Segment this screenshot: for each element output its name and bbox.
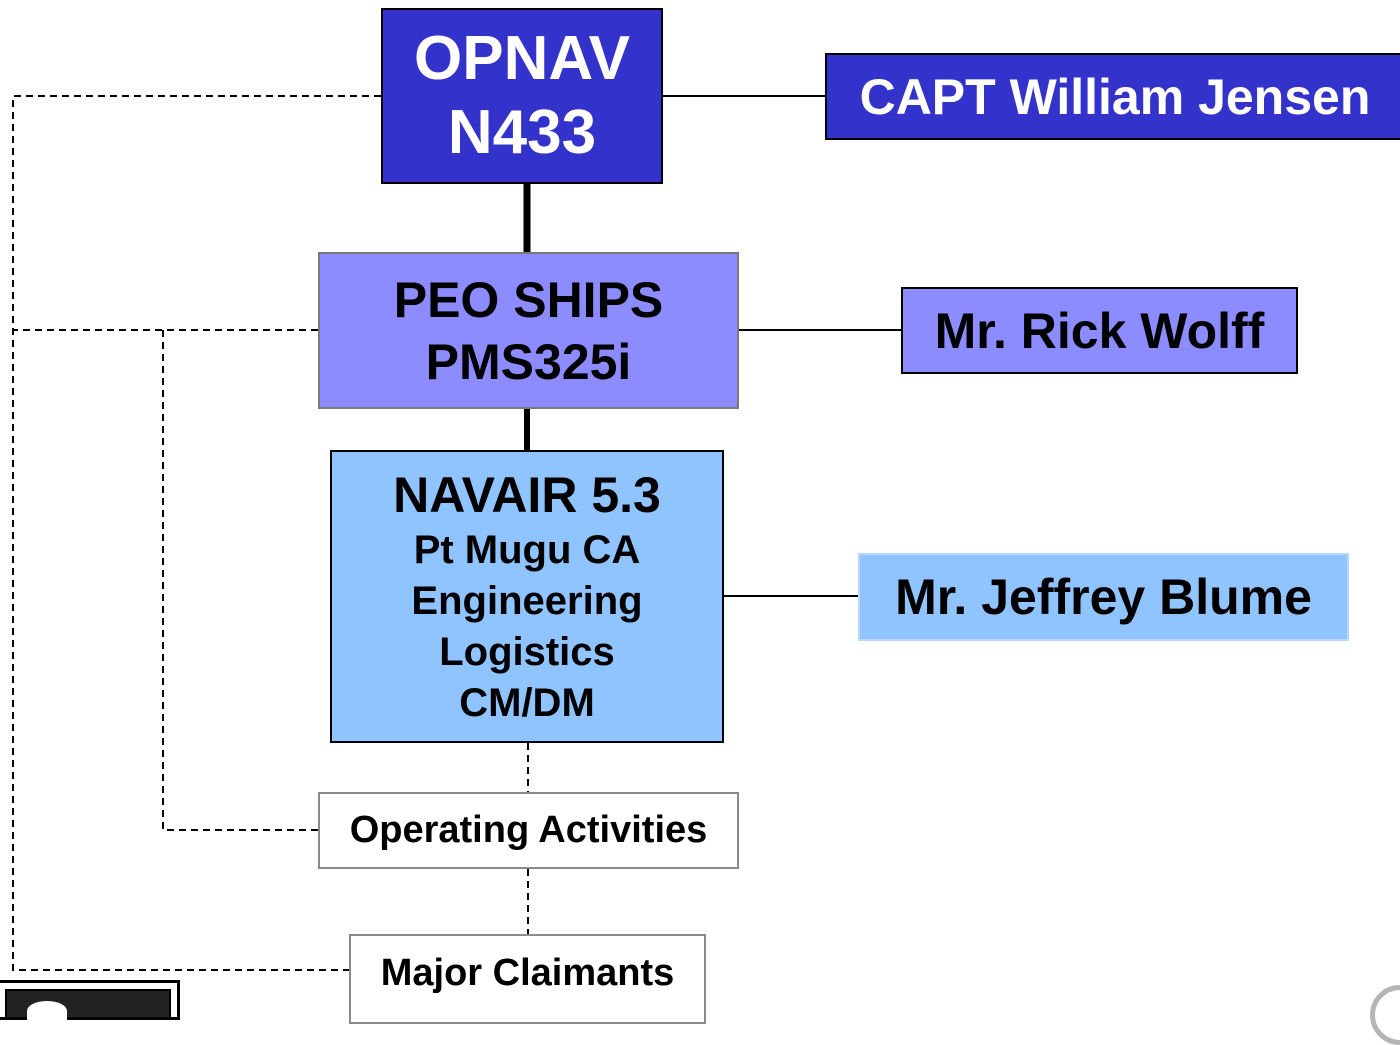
connector-opnav-claimants — [12, 95, 381, 971]
navair-logistics: Logistics — [439, 629, 615, 674]
peo-person-box: Mr. Rick Wolff — [901, 287, 1298, 374]
navair-person-box: Mr. Jeffrey Blume — [858, 553, 1349, 641]
peo-title: PEO SHIPS — [393, 271, 664, 328]
connector-lines — [12, 95, 901, 971]
connector-peo-operating — [162, 330, 318, 831]
navair-location: Pt Mugu CA — [413, 527, 641, 572]
navair-box: NAVAIR 5.3 Pt Mugu CA Engineering Logist… — [330, 450, 724, 743]
navair-person-name: Mr. Jeffrey Blume — [895, 569, 1312, 625]
peo-person-name: Mr. Rick Wolff — [934, 302, 1265, 359]
peo-ships-box: PEO SHIPS PMS325i — [318, 252, 739, 409]
major-claimants-box: Major Claimants — [349, 934, 706, 1024]
opnav-code: N433 — [447, 98, 597, 167]
operating-activities-label: Operating Activities — [349, 809, 708, 851]
opnav-title: OPNAV — [414, 24, 630, 93]
peo-code: PMS325i — [425, 333, 632, 390]
major-claimants-label: Major Claimants — [380, 952, 675, 994]
operating-activities-box: Operating Activities — [318, 792, 739, 869]
opnav-person-name: CAPT William Jensen — [859, 68, 1371, 125]
navair-title: NAVAIR 5.3 — [393, 466, 661, 523]
navair-cmdm: CM/DM — [459, 680, 595, 725]
opnav-box: OPNAV N433 — [381, 8, 663, 184]
logo-image — [0, 980, 180, 1021]
navair-engineering: Engineering — [411, 578, 643, 623]
opnav-person-box: CAPT William Jensen — [825, 53, 1400, 140]
